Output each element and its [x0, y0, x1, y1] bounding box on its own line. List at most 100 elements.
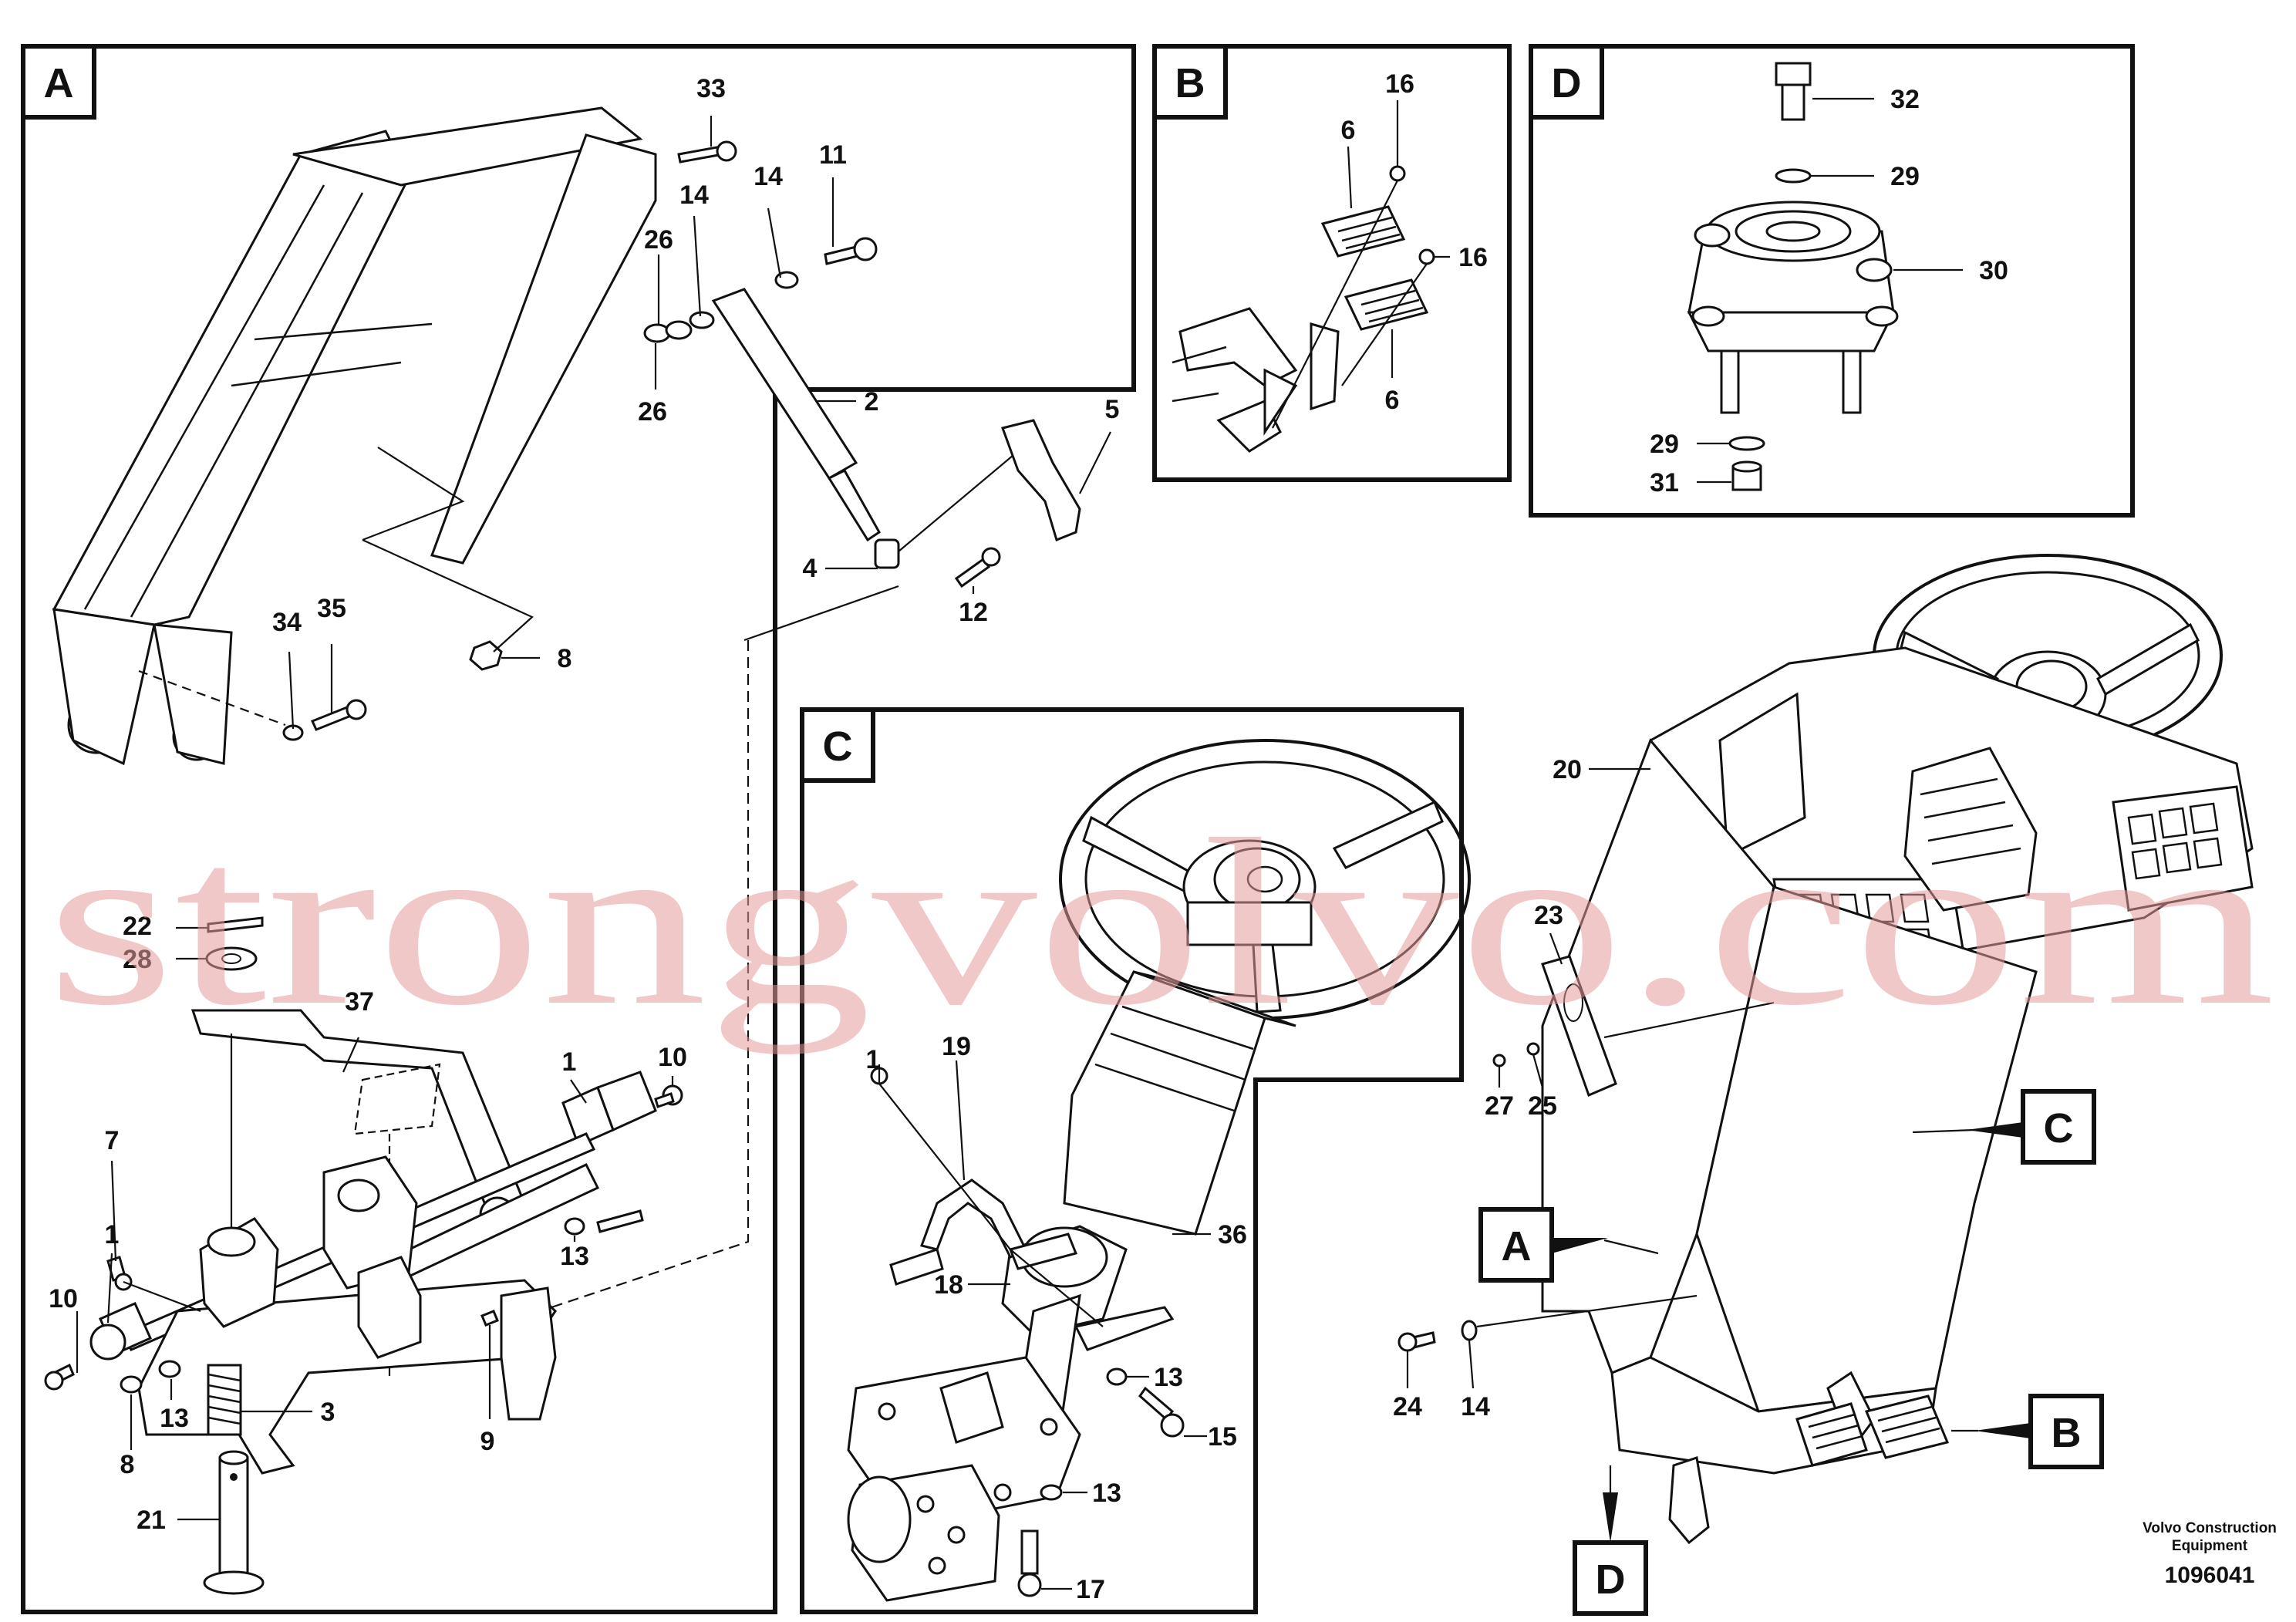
callout-37: 37 — [345, 987, 374, 1017]
callout-d-32: 32 — [1890, 85, 1920, 114]
lead-5 — [1079, 431, 1111, 494]
bolt-32 — [1775, 62, 1812, 121]
callout-8b: 8 — [120, 1450, 135, 1479]
callout-b-6b: 6 — [1385, 386, 1400, 415]
callout-m-25: 25 — [1528, 1091, 1557, 1121]
spring-3 — [207, 1364, 242, 1436]
nut-8a — [469, 640, 503, 671]
callout-7: 7 — [105, 1126, 120, 1155]
lead-b-pad-a — [1272, 180, 1398, 429]
panel-d-label: D — [1552, 60, 1582, 106]
nut-31 — [1731, 460, 1762, 491]
washer-29b — [1728, 436, 1765, 451]
panel-c: C — [800, 707, 1464, 1614]
pedal-frame-lines — [1172, 346, 1227, 403]
view-label-d: D — [1596, 1556, 1626, 1603]
main-callouts: 20 23 27 25 24 14 — [1393, 755, 1582, 1421]
gas-spring-clevis-4 — [874, 538, 900, 569]
callout-d-29a: 29 — [1890, 162, 1920, 191]
lead-1b — [106, 1253, 113, 1324]
pin-21-hole — [230, 1473, 238, 1481]
callout-10b: 10 — [49, 1284, 78, 1313]
callout-12: 12 — [959, 598, 988, 627]
callout-28: 28 — [123, 945, 152, 974]
frame-foot-right — [153, 623, 233, 765]
callout-34: 34 — [272, 608, 302, 637]
callout-22: 22 — [123, 912, 152, 941]
callout-9: 9 — [480, 1427, 495, 1456]
callout-c-17: 17 — [1076, 1575, 1105, 1604]
pedal-pad-6a — [1320, 205, 1406, 258]
lead-m25 — [1532, 1054, 1544, 1088]
callout-m-24: 24 — [1393, 1392, 1422, 1421]
view-label-b: B — [2052, 1410, 2082, 1456]
callout-11: 11 — [819, 140, 847, 170]
washer-28-hole — [221, 953, 241, 964]
lead-m14 — [1468, 1340, 1475, 1389]
lead-34 — [288, 651, 295, 730]
panel-b-label: B — [1175, 60, 1205, 106]
panel-d: D — [1529, 44, 2135, 518]
pedal-pin-bottom — [1668, 1456, 1710, 1545]
washer-13b — [158, 1360, 181, 1378]
callout-d-29b: 29 — [1650, 430, 1679, 459]
bolt-11 — [824, 237, 878, 265]
lead-8a-frame — [362, 538, 534, 653]
washer-m14 — [1461, 1320, 1478, 1341]
callout-m-20: 20 — [1553, 755, 1582, 784]
callout-26a: 26 — [644, 225, 673, 255]
lead-frame-8 — [362, 447, 465, 541]
callout-4: 4 — [803, 554, 818, 583]
view-indicator-c — [1912, 1089, 2096, 1165]
drawing-number: 1096041 — [2165, 1563, 2255, 1588]
lead-c19 — [955, 1060, 966, 1181]
callout-c-13a: 13 — [1154, 1363, 1183, 1392]
bolt-c15 — [1138, 1386, 1185, 1438]
panel-b: B — [1152, 44, 1512, 482]
callout-1b: 1 — [105, 1220, 120, 1249]
pedal-hinge-bracket — [1178, 307, 1298, 387]
lead-7b — [123, 1280, 201, 1313]
bracket-post-right — [357, 1256, 422, 1359]
bracket-post-left-hole — [207, 1226, 256, 1257]
clamp-19 — [889, 1179, 1078, 1286]
washer-26a — [643, 323, 671, 343]
column-boot-folds — [1920, 777, 2021, 865]
pin-21 — [203, 1450, 265, 1595]
callout-d-30: 30 — [1979, 256, 2008, 285]
panel-c-label: C — [823, 723, 853, 770]
dashed-assembly-line — [493, 640, 750, 1328]
pedal-arm — [1310, 322, 1340, 411]
washer-13a — [564, 1217, 585, 1236]
cover-23-slot — [1563, 983, 1583, 1022]
panel-c-callouts: 1 19 36 18 13 15 13 17 — [866, 1032, 1247, 1604]
main-console-assembly: C A B D — [1397, 554, 2254, 1616]
washer-26b — [665, 320, 693, 340]
steering-wheel-c — [1059, 739, 1471, 1020]
callout-5: 5 — [1105, 395, 1120, 424]
view-label-c: C — [2044, 1105, 2074, 1152]
bolt-13a — [596, 1209, 644, 1233]
panel-c-parts — [847, 739, 1471, 1602]
washer-c13b — [1040, 1484, 1063, 1501]
callout-14a: 14 — [679, 180, 709, 210]
bolt-c17 — [1017, 1529, 1042, 1597]
bearing-30 — [1687, 201, 1899, 414]
callout-21: 21 — [137, 1506, 166, 1535]
lead-14a — [693, 215, 702, 317]
callout-b-16b: 16 — [1458, 243, 1488, 272]
lead-7 — [110, 1160, 117, 1262]
watermark: strongvolvo.com — [46, 791, 2275, 1055]
washer-14b — [774, 271, 799, 289]
pedal-5 — [1001, 419, 1081, 542]
footer-line-1: Volvo Construction — [2143, 1520, 2277, 1536]
callout-b-6a: 6 — [1341, 116, 1356, 145]
footer-line-2: Equipment — [2172, 1538, 2248, 1554]
callout-13a: 13 — [560, 1242, 589, 1271]
callout-35: 35 — [317, 594, 346, 623]
callout-1a: 1 — [562, 1047, 577, 1077]
support-bracket — [1074, 1306, 1175, 1351]
column-boot — [1903, 747, 2038, 912]
callout-33: 33 — [696, 74, 726, 103]
